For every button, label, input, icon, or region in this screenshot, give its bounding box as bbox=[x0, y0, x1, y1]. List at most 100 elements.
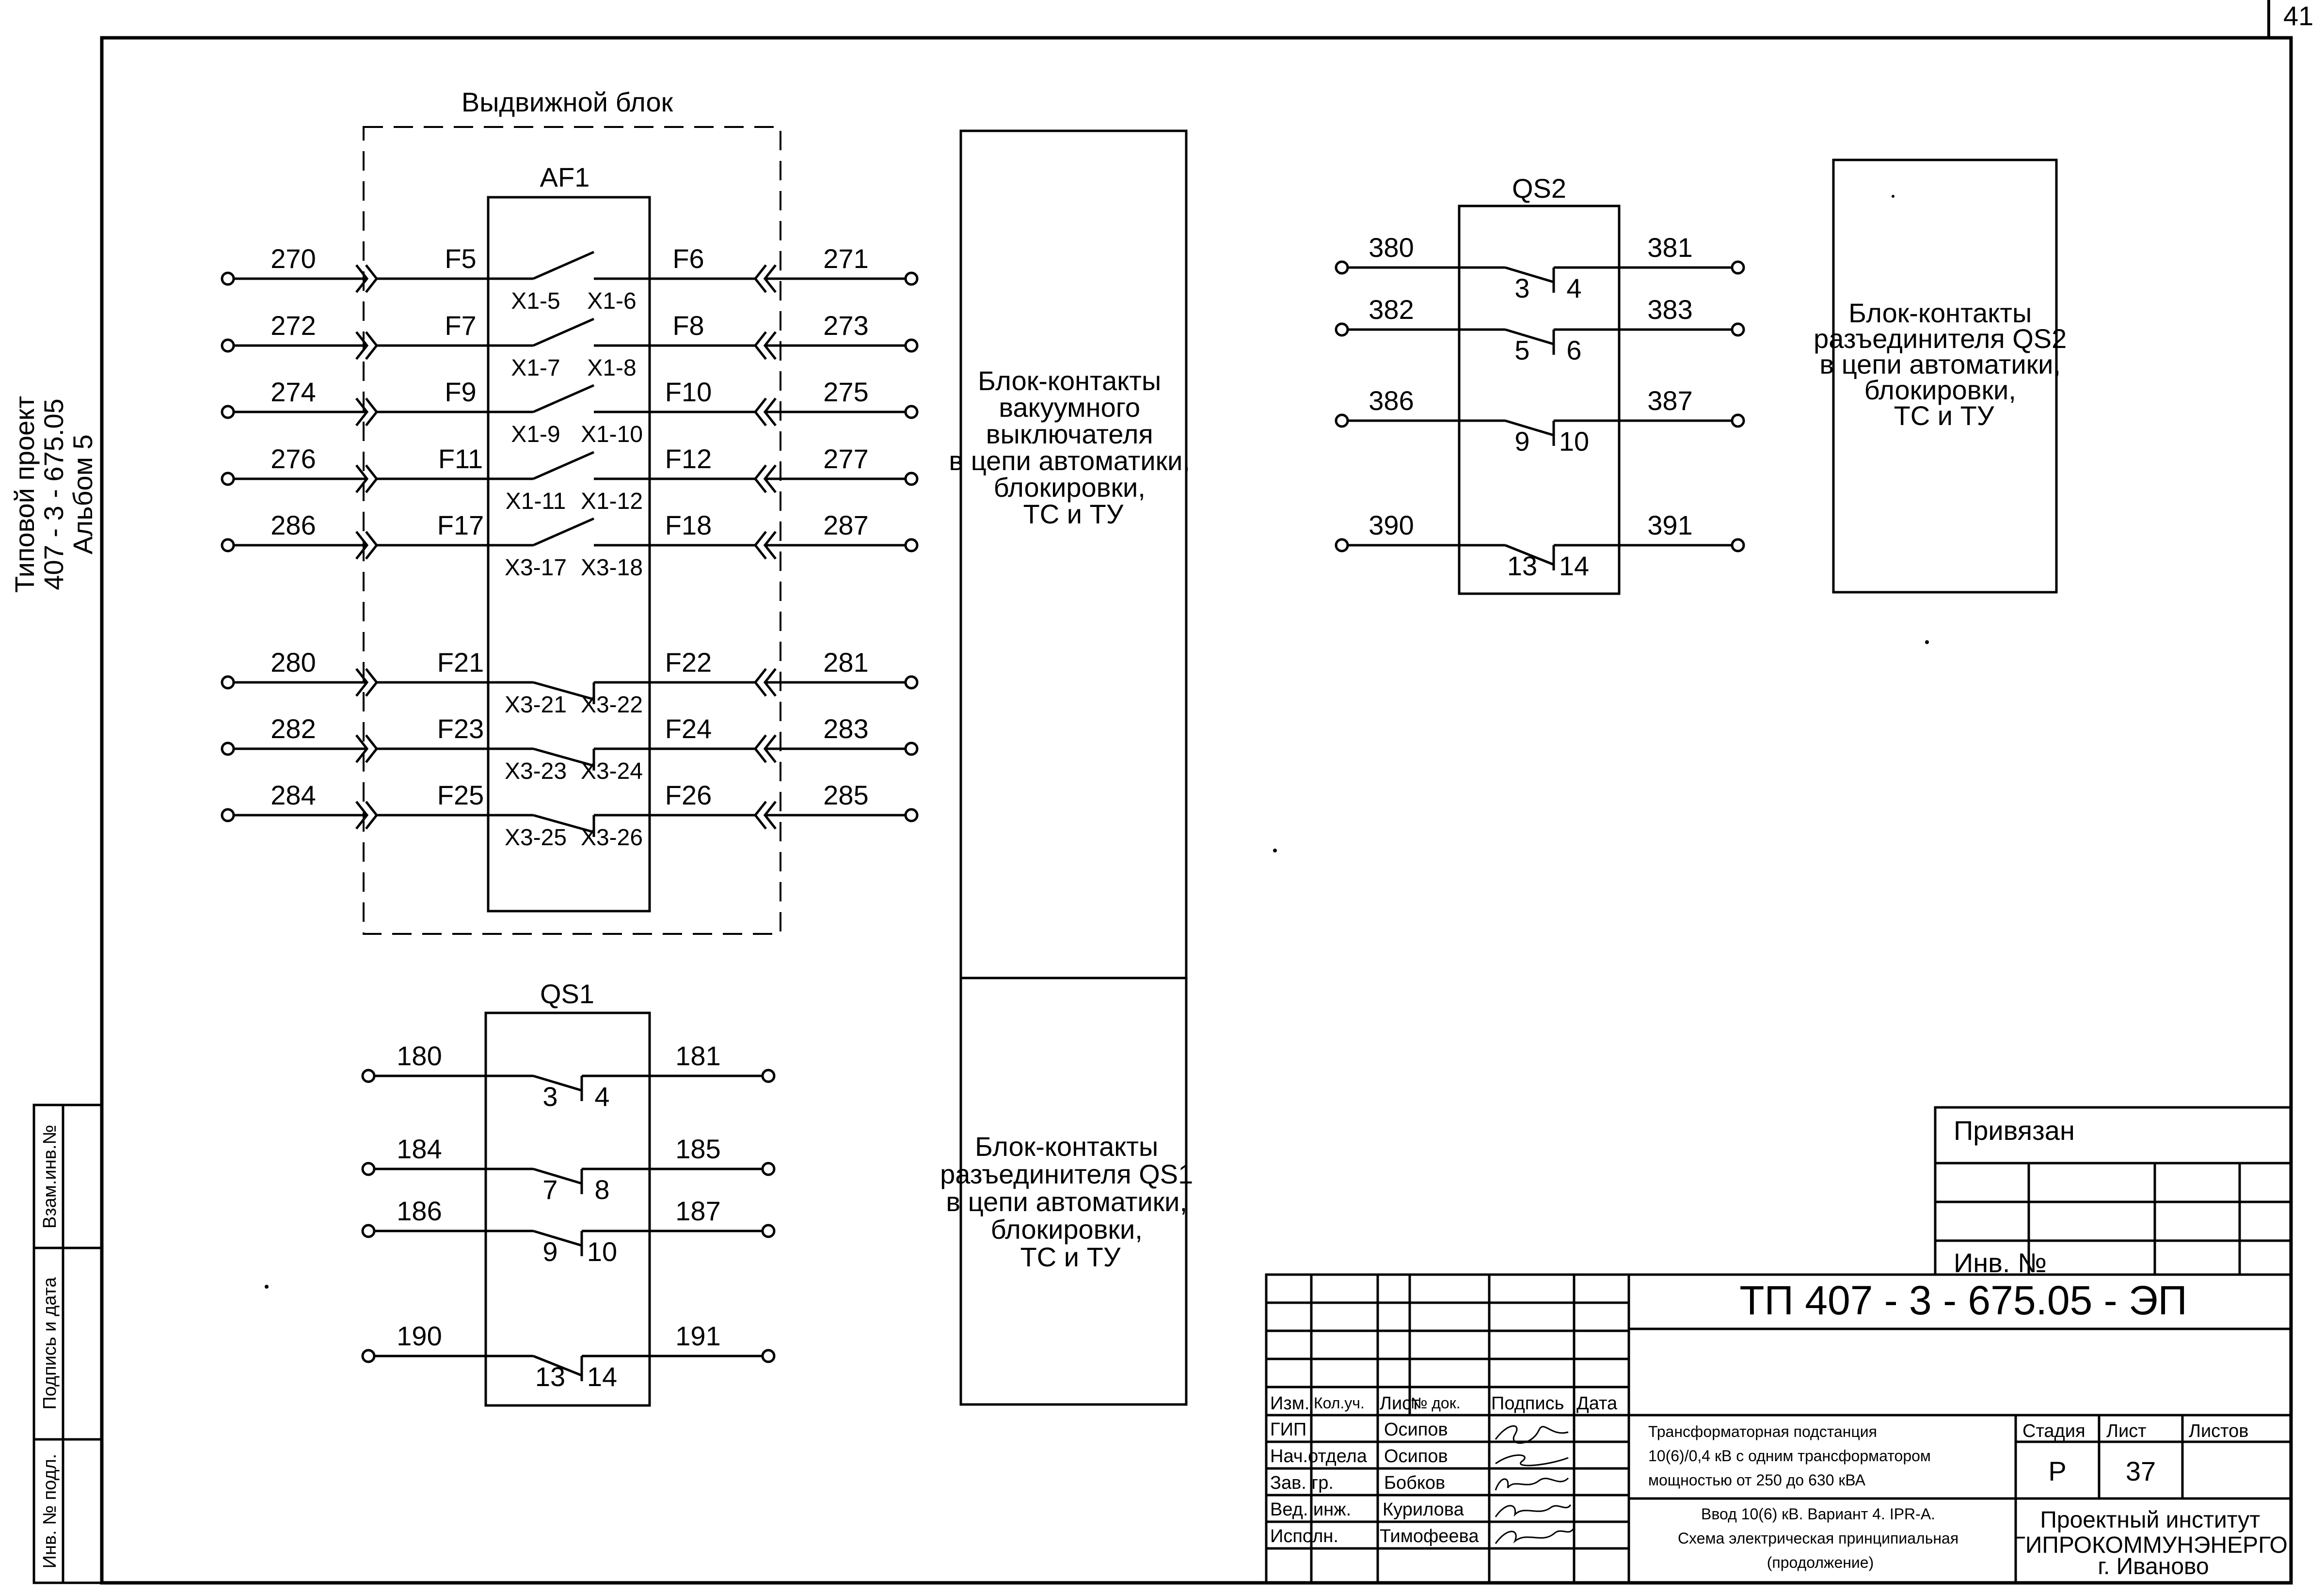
header-list: Лист bbox=[1380, 1393, 1420, 1414]
note-qs1-line-1: Блок-контакты bbox=[975, 1131, 1158, 1162]
qs2-row-4-terminal-right bbox=[1731, 538, 1745, 552]
qs1-row-4-contact-blade bbox=[533, 1355, 582, 1377]
af1-row-6-terminal-right bbox=[904, 675, 919, 690]
af1-row-8-pin-left: F25 bbox=[437, 780, 484, 810]
af1-row-1-contact-blade bbox=[532, 251, 595, 280]
qs2-row-2-wire-number-left: 382 bbox=[1369, 294, 1414, 325]
object-name-line-2: 10(6)/0,4 кВ с одним трансформатором bbox=[1648, 1447, 1931, 1465]
qs1-row-3-terminal-right bbox=[761, 1224, 776, 1238]
note-vacuum-line-5: блокировки, bbox=[994, 472, 1146, 503]
af1-row-8-terminal-left bbox=[221, 808, 235, 822]
note-qs2-line-2: разъединителя QS2 bbox=[1814, 323, 2067, 354]
af1-row-1-contact-label-right: X1-6 bbox=[587, 288, 636, 314]
qs1-body bbox=[484, 1011, 651, 1407]
af1-row-5-wire-number-right: 287 bbox=[823, 510, 868, 540]
af1-row-7-terminal-right bbox=[904, 741, 919, 756]
note-vacuum-line-4: в цепи автоматики, bbox=[949, 445, 1190, 476]
withdrawable-block-boundary bbox=[363, 126, 781, 935]
qs1-row-1-terminal-left bbox=[361, 1069, 376, 1083]
qs2-row-4-wire-number-right: 391 bbox=[1647, 510, 1692, 540]
af1-row-5-contact-label-left: X3-17 bbox=[505, 555, 567, 581]
privyazan-label: Привязан bbox=[1954, 1115, 2075, 1146]
qs1-row-3-wire-number-right: 187 bbox=[675, 1196, 720, 1226]
qs1-row-2-wire-number-right: 185 bbox=[675, 1134, 720, 1164]
qs1-row-3-contact-label-left: 9 bbox=[542, 1236, 557, 1267]
organization-line-2: ГИПРОКОММУНЭНЕРГО bbox=[2013, 1532, 2288, 1558]
af1-row-5-pin-right: F18 bbox=[665, 510, 712, 540]
af1-row-8-contact-label-right: X3-26 bbox=[581, 825, 643, 851]
qs2-row-2-contact-label-left: 5 bbox=[1514, 335, 1529, 365]
sheet-value: 37 bbox=[2126, 1456, 2156, 1486]
qs2-row-1-contact-blade bbox=[1505, 266, 1554, 284]
qs1-row-4-contact-label-left: 13 bbox=[535, 1361, 565, 1392]
qs2-title: QS2 bbox=[1512, 173, 1566, 204]
af1-row-3-contact-label-right: X1-10 bbox=[581, 422, 643, 447]
scan-specks bbox=[265, 195, 1929, 1289]
af1-row-2-pin-right: F8 bbox=[672, 310, 704, 341]
header-signature: Подпись bbox=[1491, 1393, 1564, 1414]
sheet-title-line-2: Схема электрическая принципиальная bbox=[1678, 1530, 1958, 1547]
af1-row-2-contact-label-left: X1-7 bbox=[511, 355, 560, 381]
qs1-row-4-contact-label-right: 14 bbox=[587, 1361, 617, 1392]
af1-row-4-contact-label-left: X1-11 bbox=[506, 489, 566, 514]
af1-row-2-contact-label-right: X1-8 bbox=[587, 355, 636, 381]
qs2-row-3-terminal-left bbox=[1335, 413, 1349, 428]
af1-row-7-pin-right: F24 bbox=[665, 713, 712, 744]
side-title-line-1: Типовой проект bbox=[9, 396, 40, 593]
af1-row-1-terminal-left bbox=[221, 271, 235, 286]
note-qs1-line-2: разъединителя QS1 bbox=[940, 1159, 1193, 1189]
qs2-row-3-contact-blade bbox=[1505, 419, 1554, 437]
header-date: Дата bbox=[1576, 1393, 1618, 1414]
drawing-frame bbox=[100, 0, 2293, 1585]
note-qs1-line-3: в цепи автоматики, bbox=[946, 1186, 1187, 1217]
staff-role-4: Вед. инж. bbox=[1270, 1499, 1351, 1520]
af1-row-4-contact-label-right: X1-12 bbox=[581, 489, 643, 514]
qs1-row-1-wire-number-right: 181 bbox=[675, 1041, 720, 1071]
qs2-row-4-terminal-left bbox=[1335, 538, 1349, 552]
note-qs1-line-4: блокировки, bbox=[991, 1214, 1143, 1245]
stage-label: Стадия bbox=[2022, 1421, 2085, 1441]
af1-row-2-pin-left: F7 bbox=[445, 310, 476, 341]
qs1-title: QS1 bbox=[540, 978, 594, 1009]
af1-row-5-terminal-right bbox=[904, 538, 919, 552]
qs2-row-4-contact-blade bbox=[1505, 544, 1554, 566]
staff-name-1: Осипов bbox=[1384, 1420, 1448, 1440]
af1-row-8-pin-right: F26 bbox=[665, 780, 712, 810]
staff-name-3: Бобков bbox=[1384, 1473, 1445, 1493]
staff-role-2: Нач.отдела bbox=[1270, 1446, 1368, 1467]
af1-row-1-terminal-right bbox=[904, 271, 919, 286]
side-title-line-2: 407 - 3 - 675.05 bbox=[38, 398, 69, 590]
af1-row-8-contact-label-left: X3-25 bbox=[505, 825, 567, 851]
qs2-row-4-contact-label-right: 14 bbox=[1559, 551, 1589, 581]
header-kol-uch: Кол.уч. bbox=[1314, 1394, 1365, 1412]
af1-row-2-terminal-right bbox=[904, 338, 919, 353]
sheet-corner-number: 41 bbox=[2283, 0, 2313, 31]
document-code: ТП 407 - 3 - 675.05 - ЭП bbox=[1739, 1278, 2187, 1323]
note-qs1: Блок-контакты разъединителя QS1 в цепи а… bbox=[940, 1131, 1201, 1272]
af1-row-8-wire-number-left: 284 bbox=[271, 780, 316, 810]
af1-body bbox=[487, 196, 651, 913]
staff-role-3: Зав. гр. bbox=[1270, 1473, 1334, 1493]
title-block-headers: Изм. Кол.уч. Лист № док. Подпись Дата bbox=[1270, 1393, 1618, 1414]
note-boxes bbox=[959, 129, 2058, 1406]
object-name-line-3: мощностью от 250 до 630 кВА bbox=[1648, 1471, 1866, 1489]
organization-line-3: г. Иваново bbox=[2098, 1554, 2209, 1579]
qs2-row-3-contact-label-right: 10 bbox=[1559, 426, 1589, 457]
note-qs1-line-5: ТС и ТУ bbox=[1020, 1242, 1121, 1272]
af1-row-7-wire-number-left: 282 bbox=[271, 713, 316, 744]
qs1-row-4-wire-number-left: 190 bbox=[397, 1321, 442, 1351]
af1-row-4-pin-right: F12 bbox=[665, 443, 712, 474]
qs1-row-3-wire-number-left: 186 bbox=[397, 1196, 442, 1226]
af1-row-3-wire-number-right: 275 bbox=[823, 377, 868, 407]
qs1-row-4-wire-number-right: 191 bbox=[675, 1321, 720, 1351]
qs2-row-1-wire-number-left: 380 bbox=[1369, 232, 1414, 263]
qs1-row-1-wire-number-left: 180 bbox=[397, 1041, 442, 1071]
af1-row-5-wire-number-left: 286 bbox=[271, 510, 316, 540]
staff-role-1: ГИП bbox=[1270, 1420, 1306, 1440]
note-vacuum-breaker: Блок-контакты вакуумного выключателя в ц… bbox=[949, 365, 1197, 529]
af1-row-8-wire-number-right: 285 bbox=[823, 780, 868, 810]
af1-row-7-pin-left: F23 bbox=[437, 713, 484, 744]
